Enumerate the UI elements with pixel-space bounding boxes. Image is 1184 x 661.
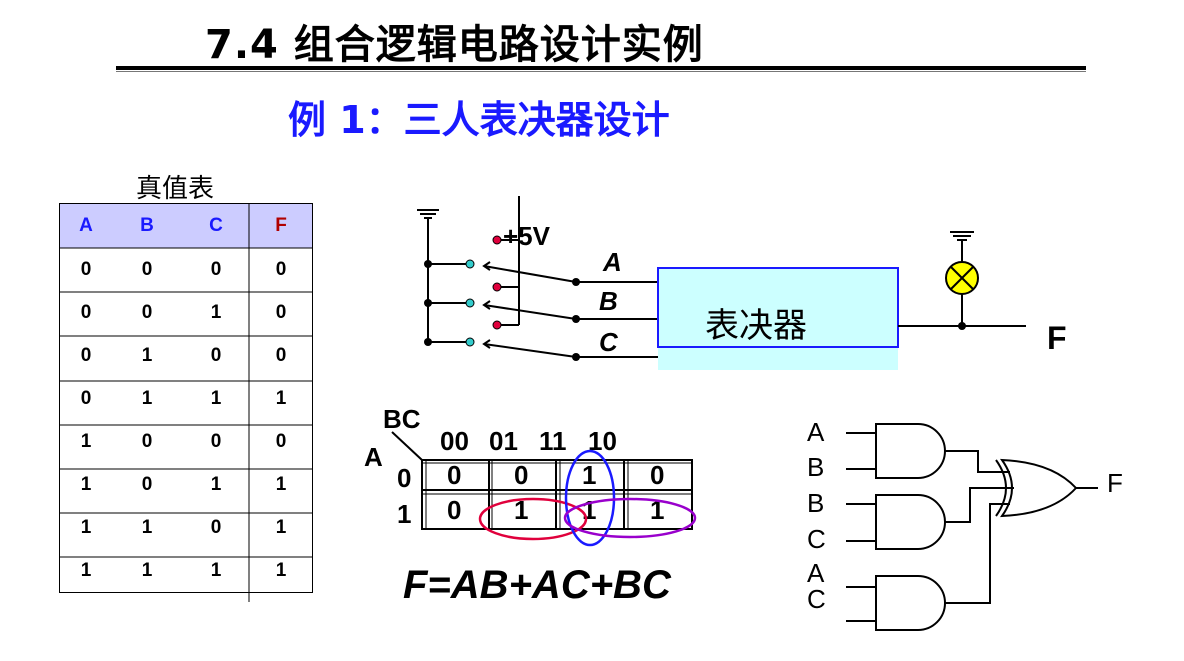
truth-table: A B C F 0 0 0 0 0 0 1 0 0 1 0 0 0 1 1 1 1 0 0 0 1 0 1 1 1 1 0 1 1 1 1 1: [59, 203, 313, 593]
output-label: F: [1047, 320, 1067, 356]
kmap-cell: 1: [514, 495, 528, 525]
logic-diagram: A B B C A C F: [807, 417, 1123, 631]
truth-table-cell: 0: [210, 344, 222, 366]
header-a: A: [59, 203, 112, 248]
kmap-loop-purple: [563, 497, 697, 539]
gate-input-label: B: [807, 488, 824, 518]
kmap-row-1: 1: [397, 499, 411, 529]
truth-table-cell: 1: [141, 344, 153, 366]
lamp-icon: [945, 261, 979, 295]
kmap-col-11: 11: [539, 426, 567, 456]
karnaugh-map: BC A 00 01 11 10 0 1 0 0 1 0 0 1: [364, 404, 697, 607]
truth-table-cell: 1: [141, 516, 153, 538]
truth-table-cell: 0: [141, 430, 153, 452]
truth-table-cell: 1: [210, 473, 222, 495]
truth-table-cell: 0: [80, 258, 92, 280]
title-rule-shadow: [116, 71, 1086, 72]
kmap-cell: 0: [447, 495, 461, 525]
kmap-row-var: A: [364, 442, 383, 472]
truth-table-header-row: A B C F: [59, 203, 313, 248]
truth-table-row: 1 0 0 0: [60, 420, 313, 463]
gate-input-label: C: [807, 524, 826, 554]
truth-table-cell: 0: [141, 473, 153, 495]
or-gate: [999, 458, 1078, 518]
input-label-c: C: [599, 327, 619, 357]
truth-table-grid: [59, 203, 312, 602]
kmap-cell: 1: [582, 460, 596, 490]
junction-dots: [424, 260, 580, 361]
truth-table-cell: 0: [210, 258, 222, 280]
truth-table-cell: 0: [275, 344, 287, 366]
switch-contacts: [465, 235, 502, 347]
truth-table-cell: 1: [210, 387, 222, 409]
header-c: C: [182, 203, 250, 248]
voter-block: [657, 267, 899, 348]
kmap-cell: 1: [650, 495, 664, 525]
kmap-col-var: BC: [383, 404, 421, 434]
truth-table-cell: 1: [210, 559, 222, 581]
truth-table-cell: 0: [141, 301, 153, 323]
kmap-loop-red: [478, 497, 588, 541]
truth-table-row: 1 0 1 1: [60, 463, 313, 506]
header-b: B: [112, 203, 182, 248]
gate-input-label: A: [807, 417, 825, 447]
truth-table-cell: 0: [80, 301, 92, 323]
truth-table-cell: 0: [275, 258, 287, 280]
and-gate-3: [875, 575, 946, 631]
truth-table-cell: 1: [80, 430, 92, 452]
truth-table-cell: 1: [210, 301, 222, 323]
example-heading: 例 1：三人表决器设计: [288, 98, 670, 142]
truth-table-row: 0 1 1 1: [60, 377, 313, 420]
truth-table-cell: 1: [141, 387, 153, 409]
truth-table-cell: 1: [141, 559, 153, 581]
truth-table-cell: 0: [275, 301, 287, 323]
truth-table-cell: 1: [275, 516, 287, 538]
truth-table-cell: 1: [80, 559, 92, 581]
and-gate-2: [875, 494, 946, 550]
voter-block-label: 表决器: [705, 306, 807, 346]
kmap-cell: 0: [514, 460, 528, 490]
header-f: F: [250, 203, 313, 248]
slide-title: 7.4 组合逻辑电路设计实例: [205, 22, 704, 68]
truth-table-cell: 0: [80, 344, 92, 366]
truth-table-row: 0 1 0 0: [60, 334, 313, 377]
gate-output-label: F: [1107, 468, 1123, 498]
truth-table-cell: 0: [210, 516, 222, 538]
truth-table-row: 0 0 0 0: [60, 248, 313, 291]
truth-table-cell: 1: [80, 473, 92, 495]
truth-table-cell: 0: [80, 387, 92, 409]
truth-table-cell: 1: [80, 516, 92, 538]
kmap-row-0: 0: [397, 463, 411, 493]
truth-table-row: 0 0 1 0: [60, 291, 313, 334]
kmap-col-01: 01: [489, 426, 518, 456]
truth-table-caption: 真值表: [136, 174, 215, 204]
title-rule: [116, 66, 1086, 70]
supply-label: +5V: [503, 221, 551, 251]
truth-table-cell: 0: [210, 430, 222, 452]
kmap-col-00: 00: [440, 426, 469, 456]
truth-table-row: 1 1 1 1: [60, 549, 313, 593]
truth-table-cell: 0: [141, 258, 153, 280]
output-junction: [958, 322, 966, 330]
switch-circuit: [417, 196, 658, 358]
truth-table-cell: 0: [275, 430, 287, 452]
gate-input-label: A: [807, 558, 825, 588]
ground-symbol: [417, 209, 439, 219]
and-gate-1: [875, 423, 946, 479]
truth-table-cell: 1: [275, 387, 287, 409]
truth-table-cell: 1: [275, 559, 287, 581]
input-label-a: A: [602, 247, 622, 277]
truth-table-cell: 1: [275, 473, 287, 495]
kmap-cell: 0: [447, 460, 461, 490]
boolean-expression: F=AB+AC+BC: [403, 563, 672, 607]
truth-table-row: 1 1 0 1: [60, 506, 313, 549]
input-label-b: B: [599, 286, 618, 316]
kmap-loop-blue: [564, 449, 616, 547]
kmap-cell: 1: [582, 495, 596, 525]
gate-input-label: C: [807, 584, 826, 614]
kmap-cell: 0: [650, 460, 664, 490]
gate-input-label: B: [807, 452, 824, 482]
